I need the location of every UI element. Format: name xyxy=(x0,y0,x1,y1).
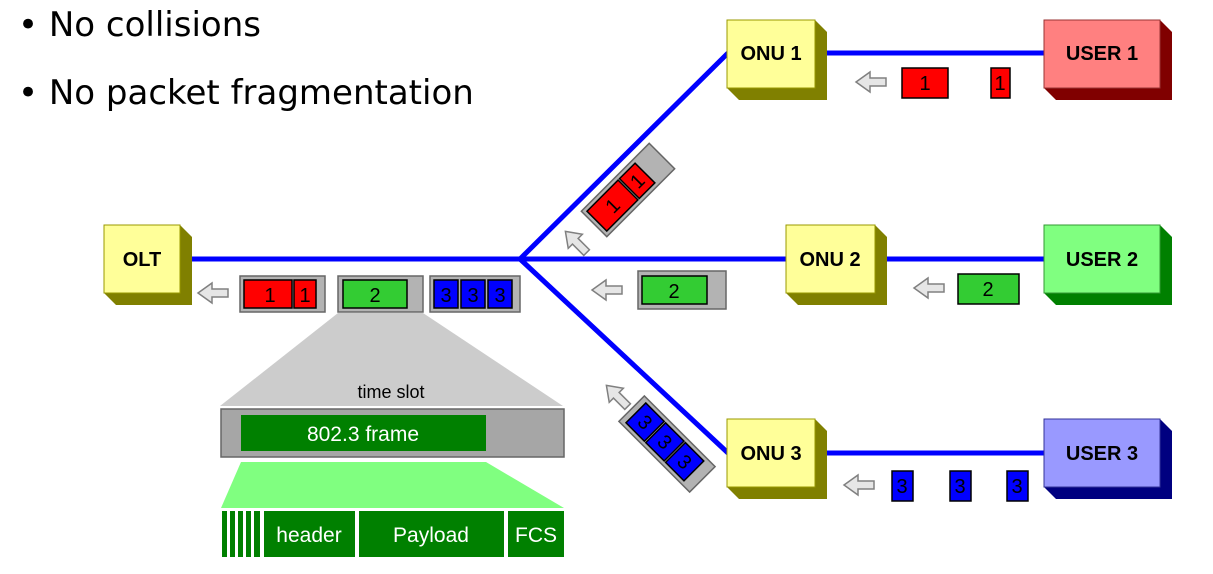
user-2-label: USER 2 xyxy=(1066,249,1138,271)
bullet-text: No packet fragmentation xyxy=(48,73,474,113)
upstream-arrow-icon xyxy=(913,277,945,299)
packet-label: 2 xyxy=(369,285,380,307)
user-1-node: USER 1 xyxy=(1043,19,1172,100)
frame-trapezoid xyxy=(221,462,564,508)
branch-2-slot: 2 xyxy=(591,270,727,310)
onu-2-node: ONU 2 xyxy=(785,224,887,305)
user-1-upstream: 1 1 xyxy=(855,67,1011,99)
packet-label: 3 xyxy=(467,285,478,307)
fiber-lines xyxy=(180,50,1045,456)
branch-1-arrow-icon xyxy=(564,230,591,257)
packet xyxy=(624,401,666,443)
preamble-stripes xyxy=(222,511,260,557)
packet xyxy=(1006,470,1029,502)
user-3-upstream: 3 3 3 xyxy=(843,470,1029,502)
fcs-label: FCS xyxy=(515,524,557,547)
upstream-arrow-icon xyxy=(855,71,887,93)
payload-label: Payload xyxy=(393,524,469,547)
onu-1-node: ONU 1 xyxy=(726,19,827,100)
packet xyxy=(901,67,949,99)
upstream-arrow-icon xyxy=(591,279,623,301)
packet-label: 1 xyxy=(994,73,1005,95)
packet-label: 3 xyxy=(494,285,505,307)
olt-upstream: 1 1 2 3 3 3 xyxy=(197,275,521,313)
packet xyxy=(644,421,686,463)
bullet-no-collisions: • No collisions xyxy=(18,5,261,45)
packet xyxy=(585,179,639,233)
packet xyxy=(957,273,1020,305)
bullet-no-fragmentation: • No packet fragmentation xyxy=(18,73,474,113)
header-label: header xyxy=(276,524,341,547)
packet xyxy=(618,162,656,200)
onu-3-label: ONU 3 xyxy=(740,443,801,465)
upstream-arrow-icon xyxy=(843,474,875,496)
payload-field xyxy=(359,511,504,557)
time-slot-detail: time slot 802.3 frame xyxy=(220,313,565,458)
upstream-arrow-icon xyxy=(197,282,229,304)
packet xyxy=(487,279,513,309)
packet xyxy=(949,470,972,502)
packet-label: 3 xyxy=(896,476,907,498)
packet-label: 2 xyxy=(982,279,993,301)
packet xyxy=(990,67,1011,99)
user-3-node: USER 3 xyxy=(1043,418,1172,499)
packet-label: 3 xyxy=(440,285,451,307)
packet xyxy=(243,279,293,309)
frame-block xyxy=(241,415,486,451)
time-slot-label: time slot xyxy=(357,382,424,402)
packet xyxy=(891,470,914,502)
onu-3-node: ONU 3 xyxy=(726,418,827,499)
user-2-node: USER 2 xyxy=(1043,224,1172,305)
fcs-field xyxy=(508,511,564,557)
onu-1-label: ONU 1 xyxy=(740,43,801,65)
packet-label: 1 xyxy=(264,285,275,307)
user-2-upstream: 2 xyxy=(913,273,1020,305)
user-1-label: USER 1 xyxy=(1066,43,1138,65)
olt-node: OLT xyxy=(103,224,192,305)
olt-label: OLT xyxy=(123,249,162,271)
frame-label: 802.3 frame xyxy=(307,423,419,446)
branch-fiber-1 xyxy=(518,51,730,261)
packet xyxy=(460,279,486,309)
packet xyxy=(293,279,317,309)
packet xyxy=(342,279,408,309)
branch-3-arrow-icon xyxy=(605,384,632,411)
packet xyxy=(641,275,708,305)
zoom-trapezoid xyxy=(220,313,563,406)
packet-label: 1 xyxy=(919,73,930,95)
frame-breakdown: header Payload FCS xyxy=(221,462,564,557)
packet-label: 2 xyxy=(668,281,679,303)
bullet-text: No collisions xyxy=(48,5,261,45)
branch-3-slot: 3 3 3 xyxy=(617,394,717,494)
onu-2-label: ONU 2 xyxy=(799,249,860,271)
branch-fiber-3 xyxy=(518,257,730,455)
packet-label: 3 xyxy=(1011,476,1022,498)
user-3-label: USER 3 xyxy=(1066,443,1138,465)
packet-label: 3 xyxy=(954,476,965,498)
header-field xyxy=(264,511,355,557)
packet xyxy=(664,441,705,482)
packet-label: 1 xyxy=(299,285,310,307)
packet xyxy=(433,279,459,309)
branch-1-slot: 1 1 xyxy=(580,142,676,238)
